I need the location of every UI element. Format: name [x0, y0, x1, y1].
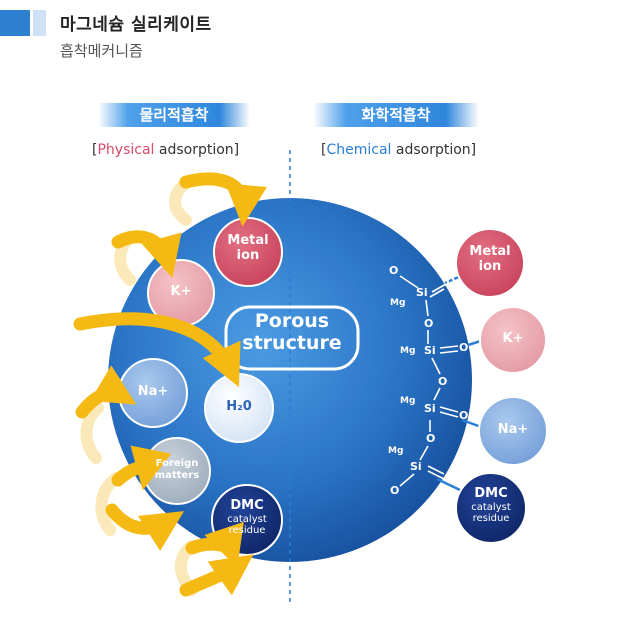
right-k-label: K+: [502, 331, 524, 346]
left-k-label: K+: [170, 284, 192, 299]
right-dmc-bubble: [455, 472, 527, 544]
chemical-adsorption-caption: [Chemical adsorption]: [321, 142, 477, 158]
physical-adsorption-caption: [Physical adsorption]: [92, 142, 240, 158]
chain-mg: Mg: [388, 446, 404, 456]
right-metal-ion-bubble: [455, 228, 525, 298]
chain-o: O: [459, 409, 469, 422]
chain-o: O: [426, 432, 436, 445]
porous-line1: Porous: [254, 310, 330, 332]
chain-o: O: [389, 264, 399, 277]
page-subtitle: 흡착메커니즘: [60, 42, 143, 60]
chain-si: Si: [424, 344, 436, 357]
chain-si: Si: [424, 402, 436, 415]
physical-adsorption-tag: 물리적흡착: [98, 103, 250, 127]
porous-structure-label: Porous structure: [226, 310, 358, 355]
silicate-chain-bonds: [399, 275, 459, 487]
porous-line2: structure: [242, 331, 342, 354]
chain-mg: Mg: [400, 396, 416, 406]
right-na-bubble: [478, 396, 548, 466]
chain-si: Si: [410, 460, 422, 473]
chain-o: O: [446, 275, 456, 288]
right-na-label: Na+: [497, 422, 529, 437]
adsorption-arrows: [73, 172, 267, 597]
porous-structure-box: [224, 305, 360, 371]
left-dmc-label: DMC catalyst residue: [227, 498, 267, 537]
left-na-label: Na+: [137, 384, 169, 399]
chain-o: O: [424, 317, 434, 330]
chain-si: Si: [416, 286, 428, 299]
chemical-adsorption-tag: 화학적흡착: [313, 103, 479, 127]
chain-mg: Mg: [400, 346, 416, 356]
page-title: 마그네슘 실리케이트: [60, 15, 212, 35]
chain-o: O: [445, 470, 455, 483]
left-h2o-label: H₂0: [226, 399, 252, 414]
header-accent-bar: [0, 10, 46, 36]
right-k-bubble: [479, 306, 547, 374]
chain-o: O: [459, 341, 469, 354]
chain-o: O: [438, 375, 448, 388]
chain-o: O: [390, 484, 400, 497]
right-dmc-label: DMC catalyst residue: [471, 486, 511, 525]
chain-mg: Mg: [390, 298, 406, 308]
